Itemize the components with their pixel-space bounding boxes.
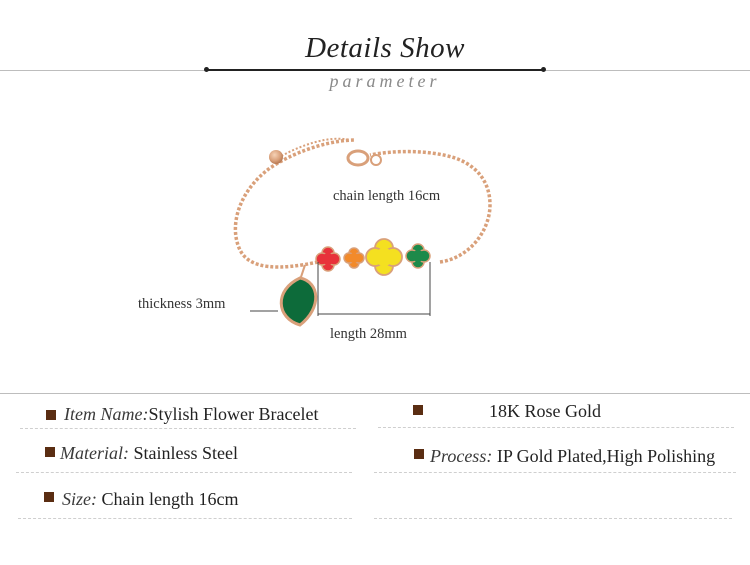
item-name-row: Item Name:Stylish Flower Bracelet <box>64 404 318 425</box>
item-name-bullet <box>46 410 56 420</box>
material-row: Material: Stainless Steel <box>60 443 238 464</box>
clasp-ring <box>370 154 382 166</box>
row-divider <box>374 518 732 519</box>
row-divider <box>374 472 736 473</box>
process-row: Process: IP Gold Plated,High Polishing <box>430 446 715 467</box>
thickness-label: thickness 3mm <box>138 296 226 312</box>
flower-green <box>405 243 431 269</box>
bracelet-chain <box>233 138 356 269</box>
length-label: length 28mm <box>330 326 407 342</box>
material-bullet <box>45 447 55 457</box>
gold-row: 18K Rose Gold <box>489 401 601 421</box>
size-value: Chain length 16cm <box>101 489 239 509</box>
row-divider <box>20 428 356 429</box>
page-title: Details Show <box>305 32 465 64</box>
spec-section-rule <box>0 393 750 394</box>
page-subtitle: parameter <box>329 71 441 91</box>
title-rule-dot-right <box>541 67 546 72</box>
process-value: IP Gold Plated,High Polishing <box>496 446 716 466</box>
flower-orange <box>343 247 365 269</box>
gold-bullet <box>413 405 423 415</box>
row-divider <box>16 472 352 473</box>
item-name-value: Stylish Flower Bracelet <box>148 404 319 424</box>
extension-chain <box>277 137 351 159</box>
process-label: Process: <box>430 446 493 466</box>
flower-yellow <box>365 238 403 276</box>
lobster-clasp <box>346 149 370 167</box>
process-bullet <box>414 449 424 459</box>
leaf-charm <box>279 276 318 327</box>
item-name-label: Item Name: <box>64 404 149 424</box>
bracelet-chain-right <box>369 149 492 264</box>
size-label: Size: <box>62 489 97 509</box>
material-label: Material: <box>60 443 129 463</box>
size-row: Size: Chain length 16cm <box>62 489 238 510</box>
row-divider <box>378 427 734 428</box>
title-underline <box>206 69 544 71</box>
row-divider <box>18 518 352 519</box>
flower-red <box>315 246 341 272</box>
bead-end <box>269 150 283 164</box>
title-rule-dot-left <box>204 67 209 72</box>
bracelet-illustration <box>233 137 492 327</box>
chain-length-label: chain length 16cm <box>333 188 441 204</box>
material-value: Stainless Steel <box>133 443 239 463</box>
size-bullet <box>44 492 54 502</box>
